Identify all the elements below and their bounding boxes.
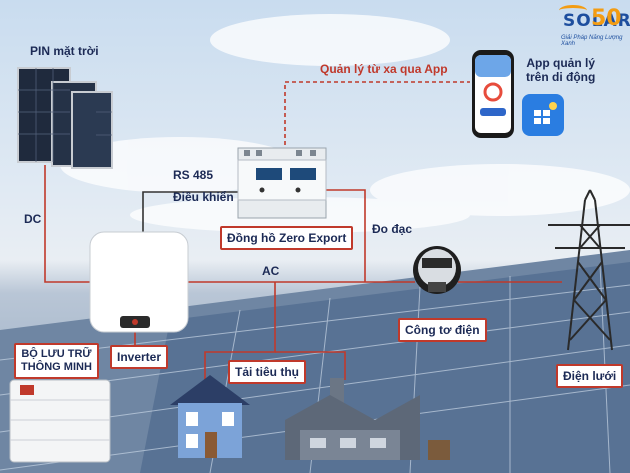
dc-wire (44, 165, 92, 283)
rs485-wire (142, 191, 242, 232)
label-load: Tải tiêu thụ (228, 360, 306, 384)
load-wire (204, 282, 276, 380)
inverter-unit (89, 231, 189, 333)
label-app: App quản lý trên di động (526, 56, 595, 84)
zero-export-meter-device (237, 147, 327, 219)
label-grid: Điện lưới (556, 364, 624, 388)
logo-number: 50 (591, 6, 622, 31)
label-measure: Đo đạc (372, 222, 413, 236)
label-zero-export-meter: Đồng hồ Zero Export (220, 226, 354, 250)
electricity-meter (413, 246, 461, 294)
solar-panel-array (17, 67, 113, 169)
label-battery-line2: THÔNG MINH (21, 361, 92, 373)
label-app-line1: App quản lý (526, 56, 595, 70)
factory (285, 378, 450, 460)
logo-sun-arc (559, 5, 587, 16)
brand-logo: SOLAR 50 Giải Pháp Năng Lượng Xanh (555, 5, 630, 47)
rooftop-solar-field (0, 250, 630, 473)
label-ac: AC (262, 264, 280, 278)
label-control: Điều khiển (173, 190, 234, 204)
house (170, 375, 250, 458)
app-icon (522, 94, 564, 136)
label-app-line2: trên di động (526, 70, 596, 84)
transmission-tower (548, 189, 630, 351)
label-power-meter: Công tơ điện (398, 318, 487, 342)
label-battery-line1: BỘ LƯU TRỮ (21, 348, 92, 360)
label-dc: DC (24, 212, 42, 226)
label-battery: BỘ LƯU TRỮ THÔNG MINH (14, 343, 99, 379)
load-wire-2 (275, 351, 346, 380)
battery-storage (9, 379, 111, 463)
remote-app-wire (284, 81, 470, 145)
label-inverter: Inverter (110, 345, 169, 369)
measure-wire (325, 189, 366, 282)
label-rs485: RS 485 (173, 168, 214, 182)
smartphone (472, 50, 514, 138)
logo-word: SOLAR (563, 11, 630, 31)
label-remote-management: Quản lý từ xa qua App (320, 62, 448, 76)
label-pv: PIN mặt trời (30, 44, 99, 58)
logo-tagline: Giải Pháp Năng Lượng Xanh (561, 35, 623, 47)
